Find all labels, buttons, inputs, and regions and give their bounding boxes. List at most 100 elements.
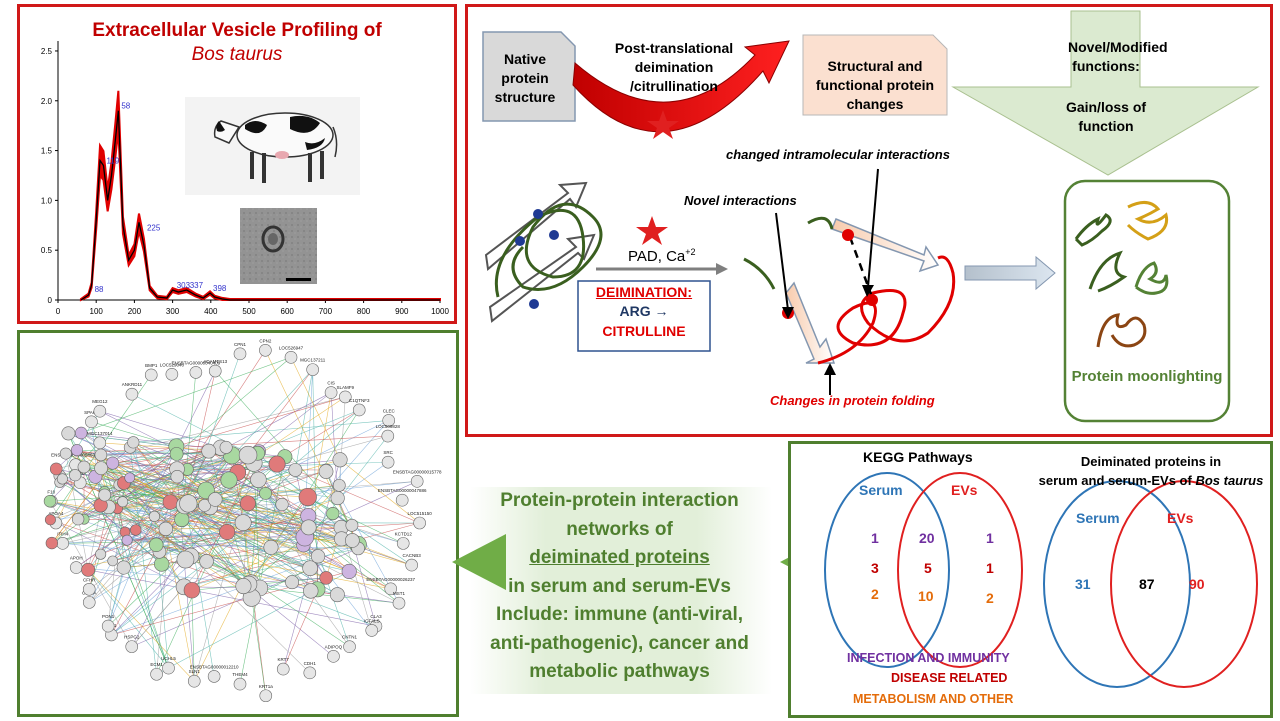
network-node-label: KCTD12 <box>395 531 413 536</box>
citrulline-label: CITRULLINE <box>578 323 710 339</box>
legend-disease: DISEASE RELATED <box>891 671 1007 685</box>
network-node <box>118 497 128 507</box>
network-node <box>239 446 257 464</box>
network-node <box>396 494 408 506</box>
network-node <box>126 641 138 653</box>
network-edge <box>88 570 168 668</box>
network-node <box>162 662 174 674</box>
network-node <box>83 583 95 595</box>
network-node <box>285 575 298 588</box>
ppi-line7: metabolic pathways <box>467 658 772 687</box>
network-node <box>83 596 95 608</box>
network-node <box>325 387 337 399</box>
network-node-label: MGC137014 <box>87 431 113 436</box>
network-node-label: BMP1 <box>145 363 158 368</box>
network-node <box>393 597 405 609</box>
network-node-label: MEG12 <box>92 399 108 404</box>
network-node <box>303 584 318 599</box>
network-node-label: ECM1 <box>150 662 163 667</box>
network-node <box>71 444 82 455</box>
network-node <box>406 559 418 571</box>
network-node <box>171 470 184 483</box>
network-node-label: F10 <box>47 489 55 494</box>
deimination-heading: DEIMINATION: <box>578 284 710 300</box>
network-node <box>331 491 344 504</box>
network-node <box>289 463 302 476</box>
network-node <box>353 404 365 416</box>
network-node <box>200 554 214 568</box>
network-node-label: LOC526947 <box>279 345 304 350</box>
network-node <box>208 492 222 506</box>
network-node <box>102 620 114 632</box>
network-node <box>108 556 118 566</box>
kegg-disease-evs: 1 <box>986 560 994 576</box>
network-node-label: ENSBTAG00000047886 <box>378 488 427 493</box>
novel-interactions-label: Novel interactions <box>684 193 824 208</box>
network-node <box>414 517 426 529</box>
network-node <box>190 366 202 378</box>
network-node-label: ADIPOQ <box>325 644 343 649</box>
network-node <box>327 650 339 662</box>
network-node <box>72 513 84 525</box>
kegg-evs-label: EVs <box>951 482 977 498</box>
kegg-disease-serum: 3 <box>871 560 879 576</box>
network-node <box>251 472 267 488</box>
network-node-label: MGC137211 <box>300 358 326 363</box>
moonlighting-label: Protein moonlighting <box>1065 366 1229 387</box>
network-node <box>180 495 198 513</box>
venn-panel: KEGG Pathways Serum EVs 1 20 1 3 5 1 2 1… <box>788 441 1273 718</box>
ppi-line4: in serum and serum-EVs <box>467 573 772 602</box>
network-node-label: CLEC <box>383 408 396 413</box>
deiminated-title-line1: Deiminated proteins in <box>1031 452 1271 471</box>
network-node <box>269 456 285 472</box>
network-node <box>127 437 139 449</box>
network-node <box>220 441 232 453</box>
kegg-metab-serum: 2 <box>871 586 879 602</box>
ppi-line6: anti-pathogenic), cancer and <box>467 630 772 659</box>
network-node <box>276 498 289 511</box>
ptm-label: Post-translational deimination /citrulli… <box>600 39 748 96</box>
network-node <box>149 511 160 522</box>
network-node <box>170 447 183 460</box>
network-node <box>366 624 378 636</box>
network-node <box>184 582 200 598</box>
network-node-label: SLN1 <box>189 669 201 674</box>
network-node <box>175 512 189 526</box>
network-node <box>236 578 251 593</box>
deim-serum-label: Serum <box>1076 510 1120 526</box>
network-node <box>75 427 87 439</box>
pad-label: PAD, Ca+2 <box>628 247 696 265</box>
network-node <box>333 453 347 467</box>
kegg-serum-label: Serum <box>859 482 903 498</box>
network-node <box>126 388 138 400</box>
network-node <box>125 473 135 483</box>
network-node-label: IGFALS <box>364 618 380 623</box>
network-node <box>151 668 163 680</box>
ppi-line3: deiminated proteins <box>467 544 772 573</box>
network-node <box>311 549 325 563</box>
network-node-label: CFHR <box>83 577 96 582</box>
gain-loss-label: Gain/loss of function <box>1058 98 1154 136</box>
ppi-line2: networks of <box>467 516 772 545</box>
network-node <box>382 456 394 468</box>
network-node <box>346 519 358 531</box>
network-node <box>82 563 95 576</box>
network-node <box>235 515 251 531</box>
network-node <box>382 430 394 442</box>
legend-infection: INFECTION AND IMMUNITY <box>847 651 1010 665</box>
network-node <box>208 670 220 682</box>
intramolecular-label: changed intramolecular interactions <box>726 147 996 162</box>
network-node <box>234 678 246 690</box>
native-protein-label: Native protein structure <box>486 50 564 107</box>
network-node-label: CIS <box>327 381 335 386</box>
network-node <box>301 520 316 535</box>
network-node <box>117 561 130 574</box>
network-node <box>145 369 157 381</box>
network-node <box>307 364 319 376</box>
network-node <box>95 462 108 475</box>
network-node <box>240 496 255 511</box>
network-node-label: CACNB3 <box>403 553 422 558</box>
network-node <box>46 537 58 549</box>
network-node <box>62 427 75 440</box>
network-node-label: ENSBTAG00000015778 <box>393 469 442 474</box>
